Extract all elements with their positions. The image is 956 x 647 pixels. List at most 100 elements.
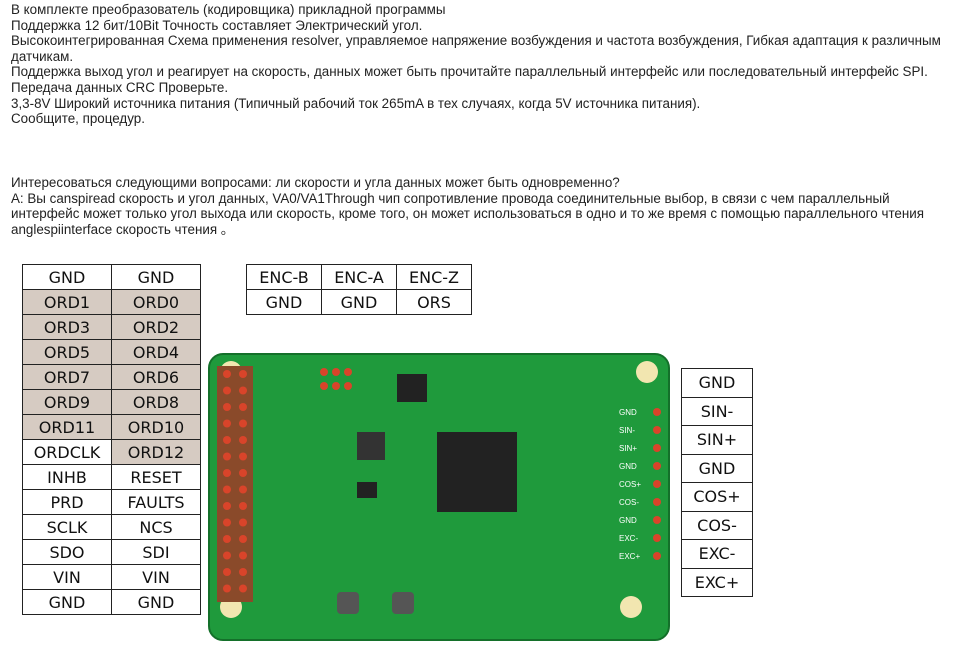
header-pin: [223, 370, 231, 378]
pin-label: ORD12: [111, 439, 201, 465]
pin-label: SCLK: [22, 514, 112, 540]
pin-label: INHB: [22, 464, 112, 490]
header-pin: [344, 382, 352, 390]
pin-label: SDI: [111, 539, 201, 565]
pin-label: ENC-A: [321, 264, 397, 290]
pin-label: PRD: [22, 489, 112, 515]
pin-row: COS+: [681, 482, 753, 512]
header-pin: [653, 480, 661, 488]
header-pin: [239, 551, 247, 560]
header-pin: [223, 535, 231, 543]
pin-label: SIN-: [681, 396, 753, 426]
pin-label: FAULTS: [111, 489, 201, 515]
description-line: Поддержка выход угол и реагирует на скор…: [11, 64, 928, 80]
header-pin: [653, 426, 661, 434]
pin-label: ORD9: [22, 389, 112, 415]
silk-label: SIN+: [619, 444, 637, 453]
silk-label: EXC+: [619, 552, 640, 561]
silk-label: EXC-: [619, 534, 638, 543]
pin-label: ORD10: [111, 414, 201, 440]
header-pin: [223, 436, 231, 444]
pin-label: RESET: [111, 464, 201, 490]
pcb-board-image: GND SIN- SIN+ GND COS+ COS- GND EXC- EXC+: [208, 353, 670, 641]
header-pin: [223, 584, 231, 593]
header-pin: [223, 518, 231, 527]
pin-label: VIN: [111, 564, 201, 590]
description-line: Передача данных CRC Проверьте.: [11, 79, 229, 95]
header-pin: [653, 516, 661, 524]
pin-row: GND: [681, 453, 753, 483]
header-pin: [320, 382, 328, 390]
pin-row: SIN+: [681, 425, 753, 455]
description-line: Поддержка 12 бит/10Bit Точность составля…: [11, 17, 423, 33]
pin-label: ORS: [396, 289, 472, 315]
header-pin: [239, 535, 247, 543]
header-pin: [223, 403, 231, 411]
pin-label: ORD6: [111, 364, 201, 390]
silk-label: GND: [619, 516, 637, 525]
header-pin: [239, 568, 247, 576]
header-pin: [653, 498, 661, 506]
pin-label: GND: [246, 289, 322, 315]
silk-label: GND: [619, 462, 637, 471]
pin-label: COS+: [681, 482, 753, 512]
pin-label: ORDCLK: [22, 439, 112, 465]
pin-label: ORD5: [22, 339, 112, 365]
pin-label: COS-: [681, 510, 753, 540]
pin-label: SIN+: [681, 425, 753, 455]
pin-row: SIN-: [681, 396, 753, 426]
pin-label: ORD3: [22, 314, 112, 340]
pin-row: GND: [681, 368, 753, 398]
pin-row: EXC-: [681, 539, 753, 569]
header-pin: [223, 469, 231, 477]
pin-label: ORD11: [22, 414, 112, 440]
pin-label: GND: [111, 264, 201, 290]
header-pin: [332, 368, 340, 376]
pin-label: SDO: [22, 539, 112, 565]
faq-answer: A: Вы canspiread скорость и угол данных,…: [11, 190, 925, 237]
pin-label: GND: [681, 453, 753, 483]
header-pin: [223, 419, 231, 428]
header-pin: [239, 452, 247, 461]
pin-label: ENC-Z: [396, 264, 472, 290]
header-pin: [653, 408, 661, 416]
pin-label: ORD7: [22, 364, 112, 390]
pin-label: VIN: [22, 564, 112, 590]
header-pin: [239, 386, 247, 395]
pin-label: GND: [22, 589, 112, 615]
pin-label: ORD0: [111, 289, 201, 315]
header-pin: [239, 419, 247, 428]
silk-label: COS+: [619, 480, 641, 489]
header-pin: [332, 382, 340, 390]
pin-label: ORD2: [111, 314, 201, 340]
header-pin: [653, 444, 661, 452]
silk-label: GND: [619, 408, 637, 417]
silk-label: COS-: [619, 498, 639, 507]
description: В комплекте преобразователь (кодировщика…: [11, 2, 951, 127]
header-pin: [223, 568, 231, 576]
description-line: В комплекте преобразователь (кодировщика…: [11, 2, 446, 17]
header-pin: [223, 551, 231, 560]
pin-label: ORD4: [111, 339, 201, 365]
header-pin: [239, 436, 247, 444]
silk-label: SIN-: [619, 426, 635, 435]
header-pin: [223, 452, 231, 461]
faq: Интересоваться следующими вопросами: ли …: [11, 175, 951, 237]
pin-label: GND: [111, 589, 201, 615]
header-pin: [223, 386, 231, 395]
header-pin: [320, 368, 328, 376]
